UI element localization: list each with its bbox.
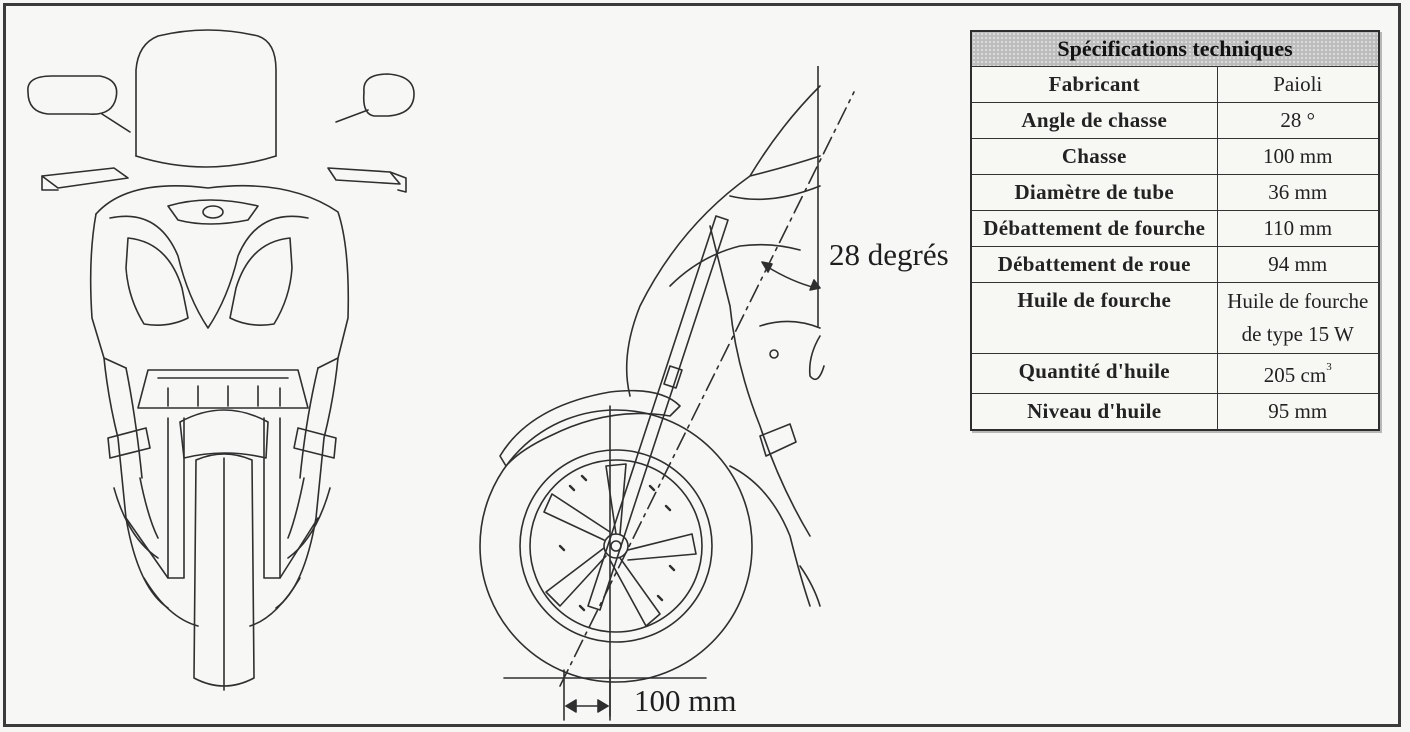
table-row: Quantité d'huile 205 cm3 [970,353,1380,394]
spec-value: Huile de fourche de type 15 W [1216,282,1380,354]
spec-value: 100 mm [1216,138,1380,175]
spec-label: Débattement de fourche [970,210,1218,247]
spec-label: Quantité d'huile [970,353,1218,394]
spec-value: 28 ° [1216,102,1380,139]
spec-label: Angle de chasse [970,102,1218,139]
spec-label: Diamètre de tube [970,174,1218,211]
spec-value: 95 mm [1216,393,1380,431]
spec-value-number: 205 cm [1263,363,1327,387]
table-row: Débattement de fourche 110 mm [970,210,1380,247]
spec-value: Paioli [1216,66,1380,103]
spec-label: Fabricant [970,66,1218,103]
table-row: Huile de fourche Huile de fourche de typ… [970,282,1380,354]
table-row: Angle de chasse 28 ° [970,102,1380,139]
spec-value: 205 cm3 [1216,353,1380,394]
spec-label: Huile de fourche [970,282,1218,354]
table-row: Diamètre de tube 36 mm [970,174,1380,211]
table-row: Niveau d'huile 95 mm [970,393,1380,431]
scooter-side-view-illustration [479,66,855,721]
spec-value: 110 mm [1216,210,1380,247]
table-row: Chasse 100 mm [970,138,1380,175]
spec-value-superscript: 3 [1326,361,1332,373]
trail-dimension-label: 100 mm [634,683,737,718]
scooter-front-view-illustration [27,29,415,691]
table-row: Fabricant Paioli [970,66,1380,103]
spec-table-header-row: Spécifications techniques [970,30,1380,67]
spec-label: Chasse [970,138,1218,175]
table-row: Débattement de roue 94 mm [970,246,1380,283]
rake-angle-label: 28 degrés [829,237,949,272]
spec-value: 94 mm [1216,246,1380,283]
spec-table-title: Spécifications techniques [970,30,1380,67]
spec-label: Niveau d'huile [970,393,1218,431]
spec-label: Débattement de roue [970,246,1218,283]
spec-value: 36 mm [1216,174,1380,211]
spec-table: Spécifications techniques Fabricant Paio… [970,30,1381,431]
